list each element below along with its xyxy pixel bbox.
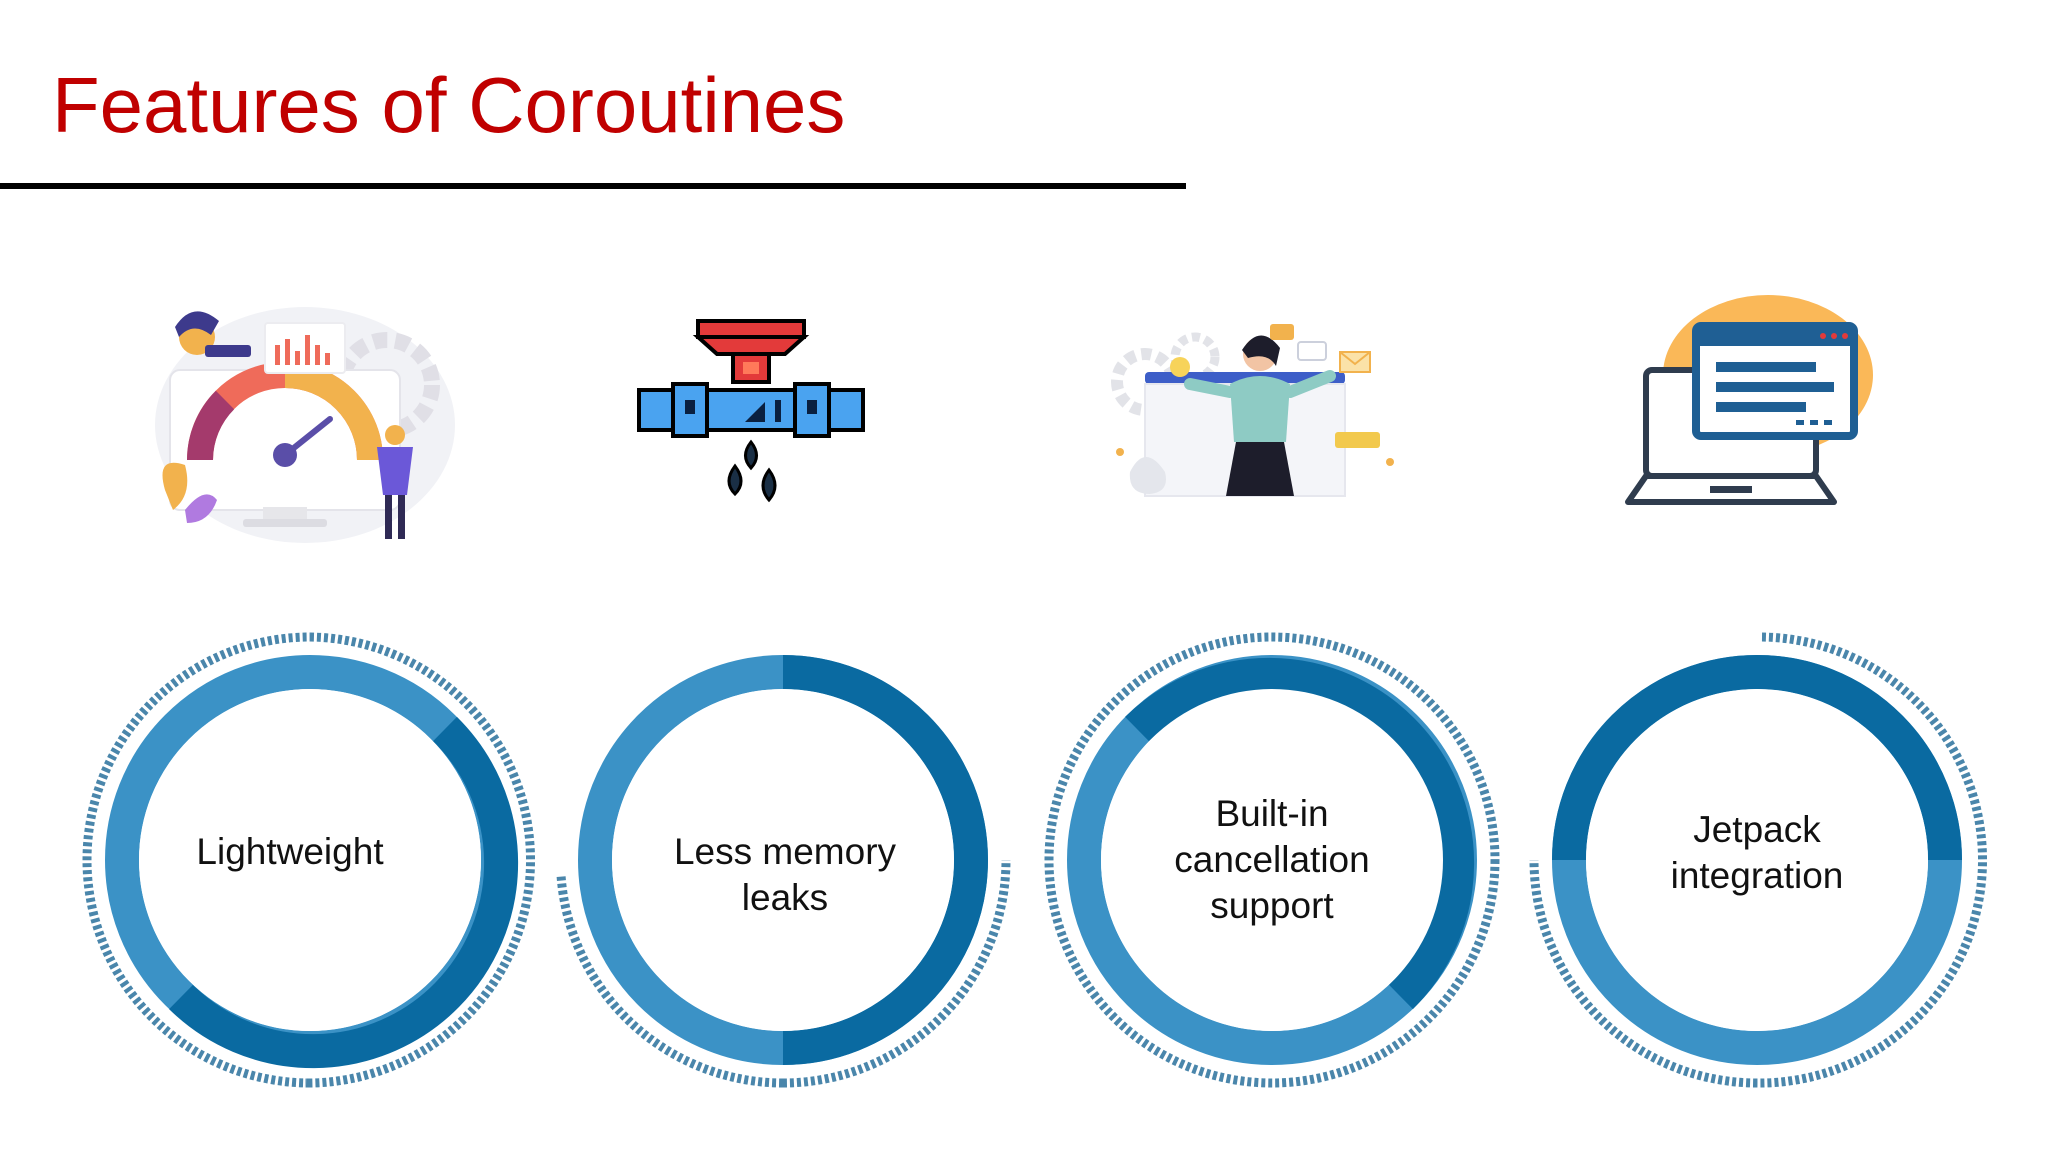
dashed-arc [782,859,1011,1088]
dashed-arc [82,632,311,1088]
feature-ring-memory-leaks [556,655,1011,1088]
ring-accent [169,716,519,1069]
feature-ring-jetpack [1529,632,1987,1088]
dashed-ring [1044,632,1500,1088]
feature-label-lightweight: Lightweight [196,831,384,872]
ring-accent [1552,655,1962,861]
feature-label-jetpack: Jetpack integration [1670,809,1844,896]
ring-accent [1125,657,1475,1010]
feature-label-memory-leaks: Less memory leaks [673,831,897,918]
feature-ring-cancellation [1044,632,1500,1088]
dashed-arc [304,632,535,1088]
title-underline [0,183,1186,189]
feature-label-cancellation: Built-in cancellation support [1174,793,1370,926]
ring-accent [782,655,988,1065]
speedometer-performance-icon [155,307,455,543]
dashed-arc [1529,859,1758,1088]
dashed-arc [556,874,784,1088]
leaking-pipe-icon [637,319,865,503]
laptop-browser-icon [1625,295,1873,505]
dashed-arc [1756,632,1987,1088]
slide-title: Features of Coroutines [52,61,846,149]
support-agent-icon [1111,324,1394,497]
feature-ring-lightweight [82,632,535,1088]
